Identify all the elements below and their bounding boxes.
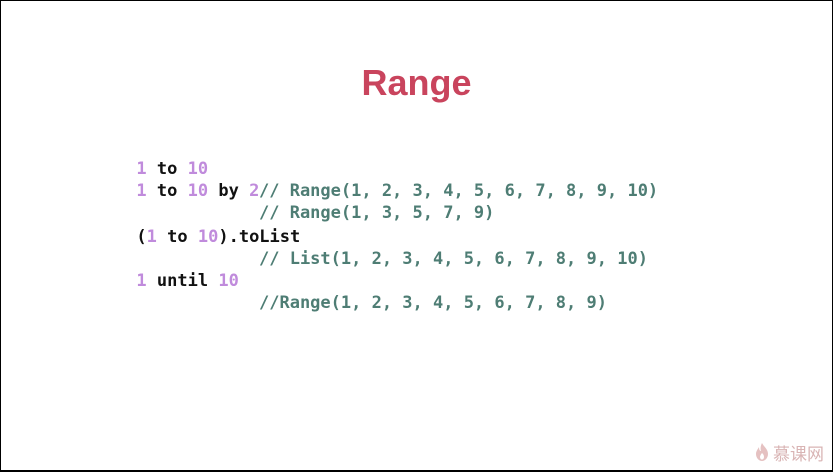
- code-token: until: [146, 271, 219, 291]
- code-token: to: [156, 227, 198, 247]
- code-token: 10: [187, 181, 209, 201]
- code-token: to: [146, 159, 188, 179]
- code-comment: // Range(1, 3, 5, 7, 9): [259, 203, 495, 223]
- code-token: 10: [187, 159, 209, 179]
- code-token: (: [136, 227, 147, 247]
- code-token: 10: [218, 271, 239, 291]
- flame-logo-icon: [756, 443, 768, 461]
- code-line-4: 1 until 10 //Range(1, 2, 3, 4, 5, 6, 7, …: [75, 248, 607, 336]
- code-line-1: 1 to 10 // Range(1, 2, 3, 4, 5, 6, 7, 8,…: [75, 136, 658, 224]
- code-token: 1: [146, 227, 157, 247]
- code-token: 1: [136, 271, 147, 291]
- code-line-3: (1 to 10).toList // List(1, 2, 3, 4, 5, …: [75, 204, 648, 292]
- code-token: 10: [197, 227, 219, 247]
- watermark-text: 慕课网: [773, 444, 824, 465]
- code-block: 1 to 10 // Range(1, 2, 3, 4, 5, 6, 7, 8,…: [75, 136, 658, 334]
- code-comment: // List(1, 2, 3, 4, 5, 6, 7, 8, 9, 10): [259, 249, 648, 269]
- code-token: to: [146, 181, 188, 201]
- code-token: by: [208, 181, 250, 201]
- watermark: 慕课网: [754, 440, 824, 465]
- code-token: 2: [249, 181, 260, 201]
- code-token: 1: [136, 181, 147, 201]
- slide-title: Range: [361, 62, 472, 103]
- code-line-2: 1 to 10 by 2 // Range(1, 3, 5, 7, 9): [75, 158, 494, 246]
- code-comment: //Range(1, 2, 3, 4, 5, 6, 7, 8, 9): [259, 293, 607, 313]
- code-token: 1: [136, 159, 147, 179]
- code-comment: // Range(1, 2, 3, 4, 5, 6, 7, 8, 9, 10): [259, 181, 659, 201]
- code-token: ).toList: [218, 227, 301, 247]
